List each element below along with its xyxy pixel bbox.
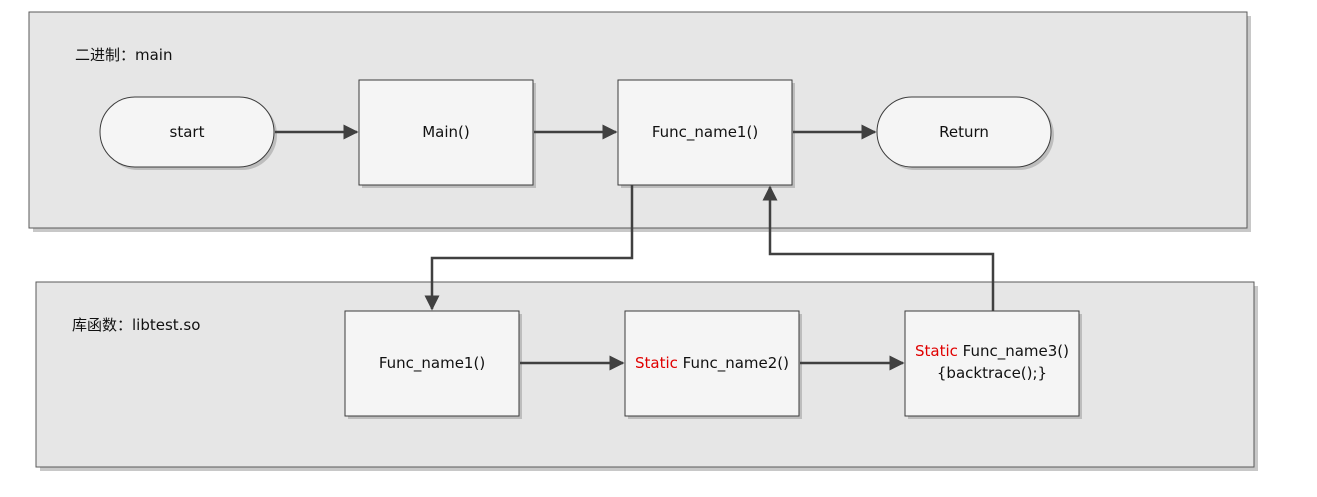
func-name3-static-keyword: Static bbox=[915, 342, 958, 360]
func-name2-name: Func_name2() bbox=[678, 354, 789, 373]
func-name3-body: {backtrace();} bbox=[937, 364, 1047, 382]
return-node: Return bbox=[876, 96, 1054, 170]
arrow-func3-return-to-func1 bbox=[762, 185, 995, 311]
func-name3-node: Static Func_name3() {backtrace();} bbox=[904, 310, 1082, 419]
arrow-func1-call-into-library bbox=[424, 185, 634, 311]
func-name1-lib-label: Func_name1() bbox=[379, 354, 485, 373]
main-label: Main() bbox=[422, 123, 470, 141]
func-name2-node: Static Func_name2() bbox=[624, 310, 802, 419]
func-name1-top-label: Func_name1() bbox=[652, 123, 758, 142]
start-label: start bbox=[170, 123, 205, 141]
start-node: start bbox=[99, 96, 277, 170]
func-name3-label: Static Func_name3() bbox=[915, 342, 1069, 361]
func-name3-name: Func_name3() bbox=[958, 342, 1069, 361]
func-name2-static-keyword: Static bbox=[635, 354, 678, 372]
func-name1-lib-node: Func_name1() bbox=[344, 310, 522, 419]
func-name2-label: Static Func_name2() bbox=[635, 354, 789, 373]
binary-main-title: 二进制：main bbox=[75, 46, 172, 64]
main-node: Main() bbox=[358, 79, 536, 188]
library-title: 库函数：libtest.so bbox=[72, 316, 200, 334]
func-name1-top-node: Func_name1() bbox=[617, 79, 795, 188]
return-label: Return bbox=[939, 123, 989, 141]
